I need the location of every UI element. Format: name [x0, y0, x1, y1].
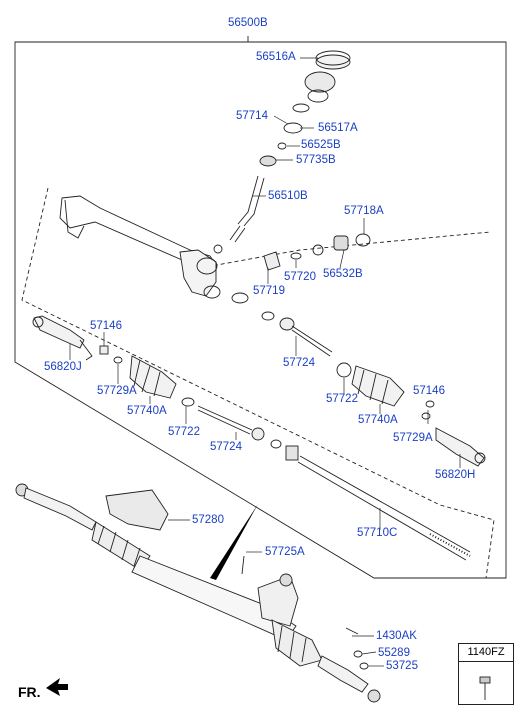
assembly-label[interactable]: 56500B: [228, 17, 268, 29]
rack-bar: [297, 455, 471, 561]
part-label-57725A[interactable]: 57725A: [265, 546, 305, 558]
part-label-57146-right[interactable]: 57146: [413, 385, 445, 397]
part-label-57146-left[interactable]: 57146: [90, 320, 122, 332]
boot-left: [129, 355, 195, 407]
part-label-57724-lower[interactable]: 57724: [210, 441, 242, 453]
part-label-57710C[interactable]: 57710C: [357, 527, 398, 539]
part-label-55289[interactable]: 55289: [378, 647, 410, 659]
part-label-57735B[interactable]: 57735B: [296, 154, 336, 166]
part-label-53725[interactable]: 53725: [386, 660, 418, 672]
pinion-stack: [213, 50, 351, 254]
part-label-56517A[interactable]: 56517A: [318, 122, 358, 134]
part-label-57720[interactable]: 57720: [284, 271, 316, 283]
bolt-icon: [479, 676, 491, 700]
complete-gear-assembly: [15, 483, 381, 703]
part-label-1430AK[interactable]: 1430AK: [376, 630, 417, 642]
pointer-wedge: [210, 504, 258, 580]
yoke-parts: [263, 233, 371, 271]
part-label-57714[interactable]: 57714: [236, 110, 268, 122]
tie-rod-end-left: [32, 315, 123, 364]
part-label-57729A-left[interactable]: 57729A: [97, 385, 137, 397]
part-label-56516A[interactable]: 56516A: [256, 51, 296, 63]
rack-housing: [59, 195, 249, 304]
leader-lines: [69, 57, 461, 667]
part-label-56820H[interactable]: 56820H: [435, 469, 476, 481]
part-label-57729A-right[interactable]: 57729A: [393, 432, 433, 444]
part-label-56510B[interactable]: 56510B: [268, 190, 308, 202]
part-label-57280[interactable]: 57280: [192, 514, 224, 526]
part-label-57740A-left[interactable]: 57740A: [127, 405, 167, 417]
part-label-56532B[interactable]: 56532B: [323, 268, 363, 280]
part-label-57740A-right[interactable]: 57740A: [358, 414, 398, 426]
front-direction-label: FR.: [18, 684, 41, 700]
part-label-57722-right[interactable]: 57722: [326, 393, 358, 405]
boot-right: [336, 362, 435, 420]
part-label-57724-upper[interactable]: 57724: [283, 357, 315, 369]
inner-tie-rod-lower: [197, 405, 299, 461]
part-label-57719[interactable]: 57719: [253, 285, 285, 297]
inner-tie-rod-upper: [261, 311, 333, 357]
part-label-57722-left[interactable]: 57722: [168, 426, 200, 438]
assembly-frame: [14, 41, 507, 579]
part-label-56525B[interactable]: 56525B: [301, 139, 341, 151]
tie-rod-end-right: [435, 427, 486, 467]
fr-arrow-icon: [46, 678, 68, 696]
fastener-legend-box: 1140FZ: [458, 643, 514, 705]
part-label-56820J[interactable]: 56820J: [44, 361, 82, 373]
legend-code[interactable]: 1140FZ: [459, 644, 513, 662]
rack-subassembly-outline: [21, 187, 495, 579]
part-label-57718A[interactable]: 57718A: [344, 205, 384, 217]
